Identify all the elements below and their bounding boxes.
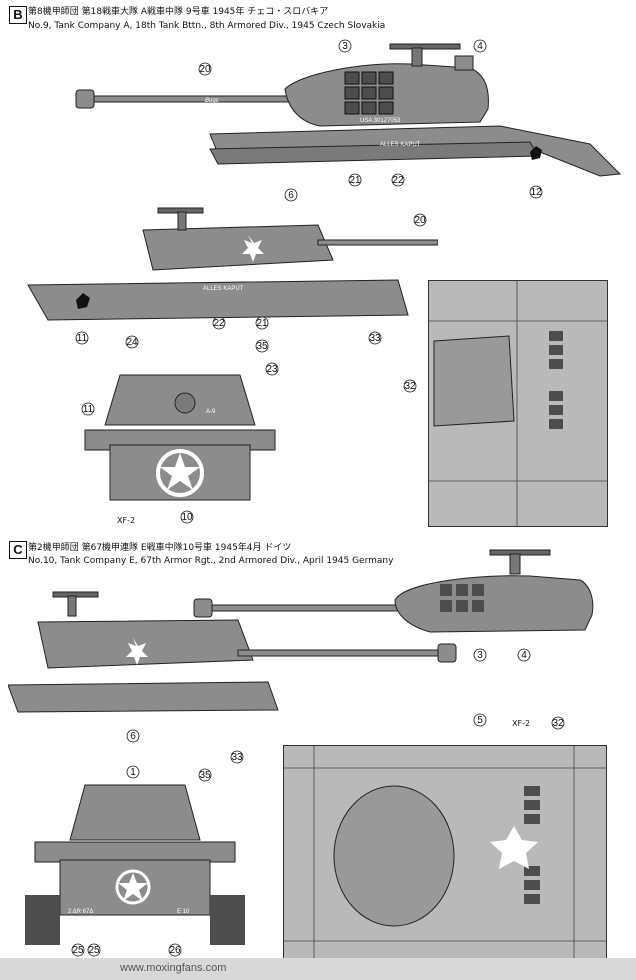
star-front-b [160,453,200,490]
callout-35: 35 [256,341,268,352]
watermark-text: www.moxingfans.com [120,962,227,974]
callout-33: 33 [369,333,381,344]
callout-10: 10 [181,512,193,523]
section-b-caption-jp: 第8機甲師団 第18戦車大隊 A戦車中隊 9号車 1945年 チェコ・スロバキア [28,7,329,17]
hull-number-b1: USA 30127053 [360,118,401,124]
callout-c-26: 26 [169,945,181,956]
tank-front-view-c: 2 ΔR 67Δ E 10 [25,784,245,945]
gun-name-b2: Bugs [413,250,427,256]
tank-side-view-b1: USA 30127053 Bugs ALLES KAPUT [75,43,622,177]
bumper-code-c: 2 ΔR 67Δ [68,909,93,915]
callout-c-3: 3 [477,650,483,661]
top-view-plate-c [283,745,607,962]
top-view-plate-b [428,280,608,527]
callout-c-4: 4 [521,650,527,661]
watermark-strip: www.moxingfans.com [0,958,636,980]
callout-21: 21 [349,175,361,186]
callout-23: 23 [266,364,278,375]
callout-c-35: 35 [199,770,211,781]
star-top-c [490,826,538,869]
callout-c-5: 5 [477,715,483,726]
callout-4: 4 [477,41,483,52]
tank-side-view-b2: USA 30127053 Bugs ALLES KAPUT [27,207,438,321]
callout-3: 3 [342,41,348,52]
division-emblem-b1 [530,146,542,160]
section-c-caption-en: No.10, Tank Company E, 67th Armor Rgt., … [28,556,394,566]
callout-20: 20 [199,64,211,75]
tank-front-view-b: A-9 [84,374,276,501]
star-c2 [126,638,148,665]
paint-ref-b: XF-2 [117,516,136,525]
tank-side-view-c2 [8,591,457,713]
section-label-c: C [9,541,27,559]
callout-c-1: 1 [130,767,136,778]
division-emblem-b2 [76,293,90,309]
front-code-b: A-9 [206,409,216,415]
callout-c-33: 33 [231,752,243,763]
callout-22: 22 [392,175,404,186]
section-c-caption-jp: 第2機甲師団 第67機甲連隊 E戦車中隊10号車 1945年4月 ドイツ [28,543,292,553]
star-front-c [118,873,148,901]
gun-name-b1: Bugs [205,98,219,104]
callout-11: 11 [77,333,88,344]
section-b-caption-en: No.9, Tank Company A, 18th Tank Bttn., 8… [28,21,386,31]
callout-11b: 11 [83,404,94,415]
callout-20b: 20 [414,215,426,226]
star-b2 [242,235,264,262]
callout-12: 12 [530,187,542,198]
callout-c-6: 6 [130,731,136,742]
callout-21b: 21 [256,318,268,329]
hull-number-b2: USA 30127053 [233,268,274,274]
tank-side-view-c1 [193,549,594,633]
callout-c-25: 25 [72,945,84,956]
callout-24: 24 [126,337,138,348]
callout-6: 6 [288,190,294,201]
paint-ref-c: XF-2 [512,719,531,728]
front-code-c: E 10 [177,909,190,915]
section-label-b: B [9,6,27,24]
callout-32: 32 [404,381,416,392]
callout-c-32: 32 [552,718,564,729]
callout-22b: 22 [213,318,225,329]
slogan-b2: ALLES KAPUT [203,286,244,292]
slogan-b1: ALLES KAPUT [380,142,421,148]
callout-c-25b: 25 [88,945,100,956]
